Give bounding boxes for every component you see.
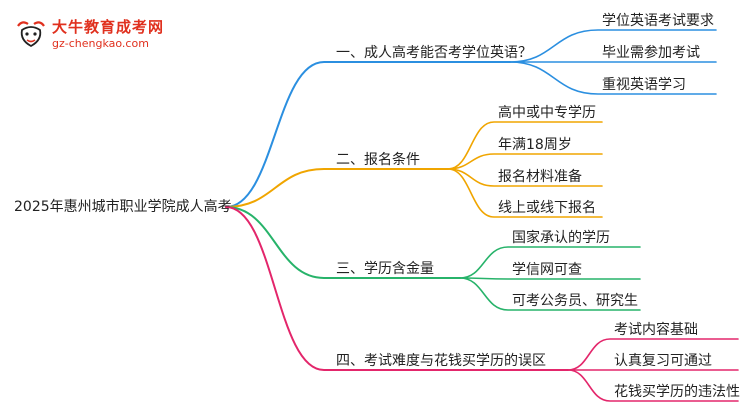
root-topic: 2025年惠州城市职业学院成人高考 bbox=[14, 199, 232, 215]
branch-4-leaf-3-connector bbox=[567, 369, 739, 402]
branch-1-connector bbox=[225, 61, 511, 208]
branch-2-leaf-1-connector bbox=[447, 121, 603, 170]
branch-2-leaf-1: 高中或中专学历 bbox=[498, 105, 596, 121]
branch-3-leaf-1: 国家承认的学历 bbox=[512, 230, 610, 246]
branch-2-leaf-2-connector bbox=[447, 153, 603, 170]
branch-1-leaf-3-connector bbox=[509, 61, 717, 95]
branch-4-leaf-2: 认真复习可通过 bbox=[614, 353, 712, 369]
branch-1-leaf-3: 重视英语学习 bbox=[602, 77, 686, 93]
branch-2: 二、报名条件 bbox=[336, 152, 420, 168]
logo-url: gz-chengkao.com bbox=[52, 37, 149, 50]
branch-3-connector bbox=[225, 206, 461, 279]
branch-1: 一、成人高考能否考学位英语？ bbox=[336, 45, 532, 61]
branch-3-leaf-1-connector bbox=[459, 246, 641, 279]
branch-2-leaf-4: 线上或线下报名 bbox=[498, 200, 596, 216]
branch-1-leaf-1-connector bbox=[509, 29, 717, 63]
branch-1-leaf-1: 学位英语考试要求 bbox=[602, 13, 714, 29]
branch-3-leaf-2: 学信网可查 bbox=[512, 262, 582, 278]
branch-4-connector bbox=[225, 206, 569, 371]
branch-2-leaf-3: 报名材料准备 bbox=[498, 169, 582, 185]
branch-2-connector bbox=[225, 168, 449, 208]
branch-4-leaf-1: 考试内容基础 bbox=[614, 322, 698, 338]
branch-3: 三、学历含金量 bbox=[336, 261, 434, 277]
branch-2-leaf-4-connector bbox=[447, 168, 603, 218]
branch-4: 四、考试难度与花钱买学历的误区 bbox=[336, 353, 546, 369]
branch-3-leaf-2-connector bbox=[459, 277, 641, 280]
branch-3-leaf-3-connector bbox=[459, 277, 641, 311]
branch-4-leaf-3: 花钱买学历的违法性 bbox=[614, 384, 740, 400]
logo-title: 大牛教育成考网 bbox=[52, 18, 165, 36]
branch-1-leaf-2: 毕业需参加考试 bbox=[602, 45, 700, 61]
branch-4-leaf-1-connector bbox=[567, 338, 739, 371]
bull-logo-icon bbox=[17, 21, 45, 48]
site-logo[interactable]: 大牛教育成考网 gz-chengkao.com bbox=[14, 14, 164, 54]
branch-3-leaf-3: 可考公务员、研究生 bbox=[512, 293, 638, 309]
branch-2-leaf-2: 年满18周岁 bbox=[498, 137, 572, 153]
